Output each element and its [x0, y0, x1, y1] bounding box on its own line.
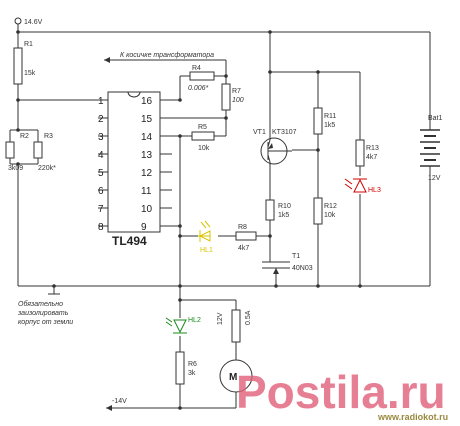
r8-ref: R8 — [238, 224, 247, 231]
r2-ref: R2 — [20, 133, 29, 140]
ic-pin-label: 14 — [141, 132, 153, 143]
ic-pin-label: 11 — [141, 186, 152, 197]
r10-value: 1k5 — [278, 212, 289, 219]
resistor-r6 — [175, 351, 185, 385]
hl1-ref: HL1 — [200, 247, 213, 254]
watermark-url: www.radiokot.ru — [377, 412, 448, 422]
r7-ref: R7 — [232, 88, 241, 95]
ic-left-pins: 1 2 3 4 5 6 7 8 — [98, 96, 108, 233]
ic-pin-label: 5 — [98, 168, 104, 179]
ic-pin-label: 1 — [98, 96, 104, 107]
r2-value: 3k09 — [8, 165, 23, 172]
ic-pin-label: 12 — [141, 168, 153, 179]
resistor-r8 — [235, 231, 257, 241]
transformer-note: К косичке трансформатора — [120, 52, 214, 59]
ic-pin-label: 16 — [141, 96, 153, 107]
r13-ref: R13 — [366, 145, 379, 152]
led-hl3 — [344, 178, 367, 193]
r11-ref: R11 — [324, 113, 336, 120]
fan-fuse — [231, 309, 241, 343]
ground-note-line-2: заизолировать — [17, 310, 69, 317]
ic-pin-label: 9 — [141, 222, 147, 233]
resistor-r1 — [13, 47, 23, 85]
tl494-chip — [107, 91, 161, 233]
ic-pin-label: 2 — [98, 114, 104, 125]
fan-motor-icon: M — [219, 359, 253, 393]
transistor-vt1 — [260, 137, 292, 165]
r12-ref: R12 — [324, 203, 337, 210]
led-hl1 — [198, 220, 211, 242]
r7-value: 100 — [232, 97, 244, 104]
ic-pin-label: 6 — [98, 186, 104, 197]
resistor-r2 — [5, 141, 15, 159]
ic-name: TL494 — [112, 234, 147, 248]
ic-pin-label: 8 — [98, 222, 104, 233]
hl2-ref: HL2 — [188, 317, 201, 324]
vt1-value: KT3107 — [272, 129, 297, 136]
r1-value: 15k — [24, 70, 36, 77]
ground-note-line-1: Обязательно — [18, 300, 63, 308]
resistor-r11 — [313, 107, 323, 135]
mosfet-t1 — [262, 256, 290, 278]
t1-value: 40N03 — [292, 265, 313, 272]
supply-terminal-icon — [14, 17, 22, 25]
bat1-ref: Bat1 — [428, 115, 443, 122]
r6-value: 3k — [188, 370, 196, 377]
ic-pin-label: 13 — [141, 150, 153, 161]
resistor-r5 — [191, 131, 215, 141]
ic-pin-label: 7 — [98, 204, 104, 215]
r5-ref: R5 — [198, 124, 207, 131]
resistor-r4 — [189, 71, 215, 81]
r3-ref: R3 — [44, 133, 53, 140]
ground-note-line-3: корпус от земли — [18, 319, 73, 326]
r11-value: 1k5 — [324, 122, 335, 129]
resistor-r10 — [265, 199, 275, 221]
r12-value: 10k — [324, 212, 336, 219]
ic-pin-label: 4 — [98, 150, 104, 161]
supply-pos-label: 14.6V — [24, 19, 43, 26]
supply-neg-label: -14V — [112, 398, 127, 405]
led-hl2 — [165, 317, 187, 334]
fan-value-b: 0.5A — [245, 310, 252, 325]
battery-bat1 — [420, 129, 440, 167]
resistor-r3 — [33, 141, 43, 159]
hl3-ref: HL3 — [368, 187, 381, 194]
r13-value: 4k7 — [366, 154, 377, 161]
r3-value: 220k* — [38, 165, 56, 172]
resistor-r13 — [355, 139, 365, 167]
r10-ref: R10 — [278, 203, 291, 210]
r4-ref: R4 — [192, 65, 201, 72]
r5-value: 10k — [198, 145, 210, 152]
r6-ref: R6 — [188, 361, 197, 368]
resistor-r12 — [313, 197, 323, 225]
resistor-r7 — [221, 83, 231, 111]
watermark-logo: Postila.ru — [236, 366, 446, 418]
r4-value: 0.006* — [188, 85, 209, 92]
t1-ref: T1 — [292, 253, 300, 260]
vt1-ref: VT1 — [253, 129, 266, 136]
wires — [9, 24, 431, 411]
svg-text:M: M — [229, 372, 237, 383]
r1-ref: R1 — [24, 41, 33, 48]
ic-right-pins: 16 15 14 13 12 11 10 9 — [141, 96, 172, 233]
r8-value: 4k7 — [238, 245, 249, 252]
junctions — [16, 30, 362, 410]
bat1-value: 12V — [428, 175, 441, 182]
fan-value-a: 12V — [217, 312, 224, 325]
ic-pin-label: 10 — [141, 204, 153, 215]
ic-pin-label: 15 — [141, 114, 153, 125]
ic-pin-label: 3 — [98, 132, 104, 143]
